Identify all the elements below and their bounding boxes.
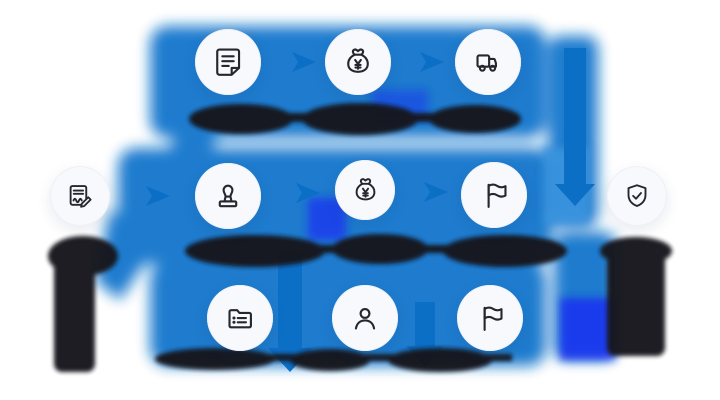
flag-icon xyxy=(487,183,507,208)
label-smudge-flag-mid xyxy=(443,235,567,267)
label-smudge-flag-bottom xyxy=(388,348,492,372)
truck-icon xyxy=(476,54,497,72)
money-bag-yen-icon xyxy=(347,48,369,73)
node-shield-check-circle xyxy=(607,166,667,226)
label-column-left xyxy=(54,244,95,372)
node-folder-list-circle xyxy=(207,285,273,351)
contract-sign-icon xyxy=(69,185,92,208)
label-smudge-money-mid xyxy=(332,234,428,264)
label-smudge-list xyxy=(155,348,275,370)
label-smudge-stamp xyxy=(185,235,325,267)
arrow-mid-row-2 xyxy=(296,183,320,203)
label-smudge-money-top xyxy=(302,103,418,135)
label-smudge-truck xyxy=(429,105,521,133)
label-smudge-person xyxy=(290,349,370,371)
arrow-top-row-2 xyxy=(420,52,444,72)
node-flag-mid-circle xyxy=(461,162,527,228)
node-contract-sign-circle xyxy=(50,166,110,226)
arrow-right-down xyxy=(555,48,595,206)
flag-icon xyxy=(483,306,503,331)
person-icon xyxy=(354,308,376,330)
node-money-bag-mid-circle xyxy=(335,160,395,220)
label-column-right xyxy=(607,244,665,356)
node-flag-bottom-circle xyxy=(457,285,523,351)
node-person-circle xyxy=(332,285,398,351)
arrow-mid-row-1 xyxy=(146,186,170,206)
money-bag-yen-icon xyxy=(355,177,375,200)
label-smudge-document xyxy=(189,104,293,134)
arrow-top-row-1 xyxy=(292,52,316,72)
label-smudges xyxy=(48,103,672,372)
shield-check-icon xyxy=(627,184,647,207)
stamp-icon xyxy=(218,184,238,208)
folder-list-icon xyxy=(228,309,252,329)
node-money-bag-top-circle xyxy=(325,29,391,95)
node-truck-circle xyxy=(455,29,521,95)
node-stamp-circle xyxy=(195,163,261,229)
arrow-left-down xyxy=(268,252,312,372)
arrow-mid-row-3 xyxy=(424,182,448,202)
document-icon xyxy=(216,48,241,76)
node-document-circle xyxy=(195,29,261,95)
